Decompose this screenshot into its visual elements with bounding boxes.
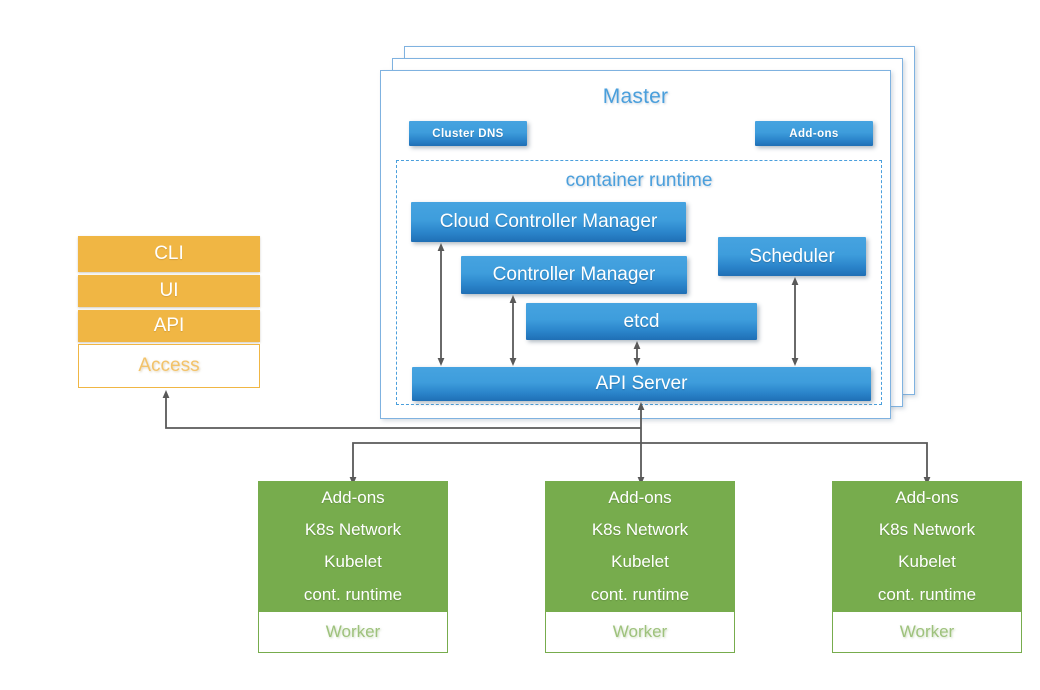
api-server-box[interactable]: API Server <box>412 367 871 401</box>
worker-2-layer-kubelet[interactable]: Kubelet <box>545 546 735 579</box>
master-title: Master <box>602 85 669 108</box>
worker-1-layer-k8s-network[interactable]: K8s Network <box>258 514 448 547</box>
worker-1-layer-kubelet[interactable]: Kubelet <box>258 546 448 579</box>
master-addons-box[interactable]: Add-ons <box>755 121 873 146</box>
scheduler-box[interactable]: Scheduler <box>718 237 866 276</box>
controller-manager-box[interactable]: Controller Manager <box>461 256 687 294</box>
worker-1-layer-addons[interactable]: Add-ons <box>258 481 448 515</box>
access-layer-cli[interactable]: CLI <box>78 236 260 272</box>
worker-3-layer-kubelet[interactable]: Kubelet <box>832 546 1022 579</box>
access-stack[interactable]: CLI UI API Access <box>78 236 260 394</box>
access-footer: Access <box>78 344 260 388</box>
worker-3-layer-cont-runtime[interactable]: cont. runtime <box>832 578 1022 612</box>
worker-1-layer-cont-runtime[interactable]: cont. runtime <box>258 578 448 612</box>
worker-2-layer-addons[interactable]: Add-ons <box>545 481 735 515</box>
bus-apiserver-to-worker-3 <box>641 442 931 485</box>
container-runtime-title: container runtime <box>565 170 713 191</box>
worker-3-layer-k8s-network[interactable]: K8s Network <box>832 514 1022 547</box>
worker-node-1[interactable]: Add-ons K8s Network Kubelet cont. runtim… <box>258 481 448 653</box>
worker-3-footer: Worker <box>832 611 1022 653</box>
access-layer-api[interactable]: API <box>78 310 260 342</box>
access-layer-ui[interactable]: UI <box>78 275 260 307</box>
etcd-box[interactable]: etcd <box>526 303 757 340</box>
cloud-controller-manager-box[interactable]: Cloud Controller Manager <box>411 202 686 242</box>
worker-2-layer-k8s-network[interactable]: K8s Network <box>545 514 735 547</box>
worker-2-footer: Worker <box>545 611 735 653</box>
worker-1-footer: Worker <box>258 611 448 653</box>
cluster-dns-box[interactable]: Cluster DNS <box>409 121 527 146</box>
worker-node-3[interactable]: Add-ons K8s Network Kubelet cont. runtim… <box>832 481 1022 653</box>
worker-node-2[interactable]: Add-ons K8s Network Kubelet cont. runtim… <box>545 481 735 653</box>
worker-2-layer-cont-runtime[interactable]: cont. runtime <box>545 578 735 612</box>
bus-apiserver-to-worker-1 <box>349 442 641 485</box>
worker-3-layer-addons[interactable]: Add-ons <box>832 481 1022 515</box>
